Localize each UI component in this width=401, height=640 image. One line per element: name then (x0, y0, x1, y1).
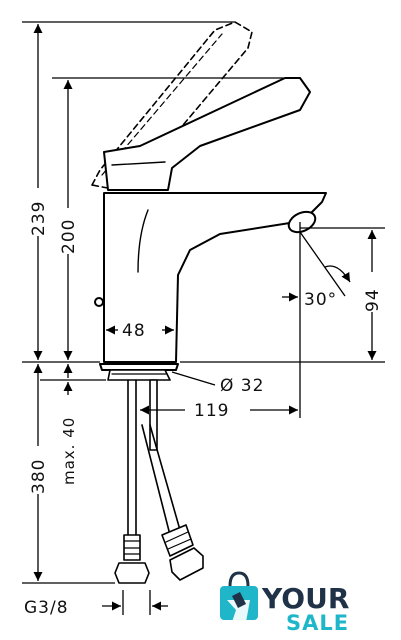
dim-leader-32 (171, 371, 216, 386)
dimension-lines (22, 21, 385, 615)
label-380: 380 (29, 459, 49, 494)
dimension-labels: 239 200 380 max. 40 94 48 119 Ø 32 30° G… (24, 188, 383, 618)
nut-left (114, 562, 150, 584)
lever-handle (103, 77, 311, 191)
hose-right (141, 424, 181, 536)
logo-word-sale: SALE (286, 611, 349, 635)
label-angle-30: 30° (304, 290, 337, 310)
spout-aerator (287, 210, 317, 234)
yoursale-logo: YOUR SALE (220, 571, 349, 635)
label-g38: G3/8 (24, 598, 69, 618)
threaded-rod (149, 379, 158, 451)
pop-up-knob (94, 297, 104, 307)
label-239: 239 (29, 201, 49, 236)
faucet-body (103, 192, 327, 363)
label-max40: max. 40 (60, 417, 78, 485)
dim-angle-arc (324, 265, 351, 283)
nut-right (169, 547, 204, 581)
label-200: 200 (59, 219, 79, 254)
label-48: 48 (122, 321, 146, 341)
shopping-bag-icon (220, 571, 258, 622)
mounting-nut (107, 369, 171, 381)
faucet-base (99, 363, 179, 371)
lever-detail (111, 161, 166, 166)
label-119: 119 (194, 401, 229, 421)
label-94: 94 (363, 288, 383, 312)
body-shading (137, 209, 149, 273)
label-diameter-32: Ø 32 (220, 376, 264, 396)
logo-word-your: YOUR (261, 582, 349, 615)
dim-angle-ray (299, 231, 346, 297)
hose-left (127, 379, 137, 536)
faucet (91, 21, 327, 584)
